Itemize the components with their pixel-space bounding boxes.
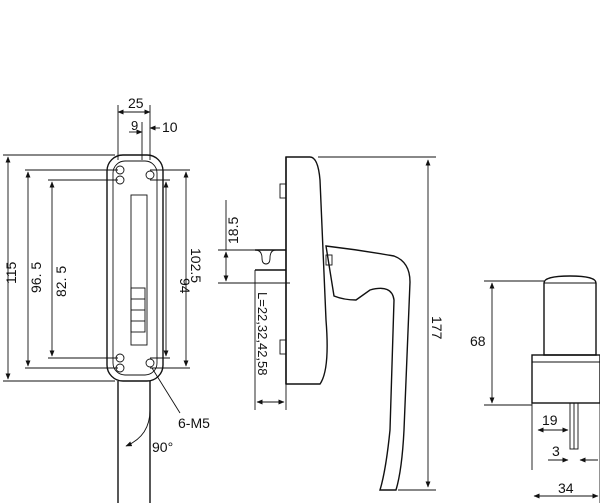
end-view: 68 19 3 34 [470, 275, 600, 503]
slot [130, 194, 148, 346]
front-view: 25 9 10 115 96. 5 82. 5 94 102.5 [3, 95, 210, 503]
dim-spindle-lengths-label: L=22,32,42,58 [255, 292, 270, 376]
base-block [531, 354, 600, 404]
side-view: 18.5 L=22,32,42,58 177 [218, 156, 445, 491]
dim-96-5-label: 96. 5 [28, 262, 44, 293]
base-plate-inner [112, 160, 158, 376]
handle-lever [325, 245, 411, 491]
dim-82-5-label: 82. 5 [53, 266, 69, 297]
dim-10-label: 10 [162, 119, 178, 135]
dim-25-label: 25 [128, 95, 144, 111]
screw-hole [145, 358, 155, 368]
dim-102-5-label: 102.5 [188, 248, 204, 283]
dim-34-label: 34 [558, 480, 574, 496]
screw-hole [145, 170, 155, 180]
dim-68-label: 68 [470, 333, 486, 349]
base-plate-outline [106, 154, 164, 382]
side-plate [285, 156, 328, 385]
angle-label: 90° [152, 439, 173, 455]
screw-spec-label: 6-M5 [178, 415, 210, 431]
dim-9-label: 9 [131, 118, 138, 133]
dim-19-label: 19 [542, 412, 558, 428]
dim-115-label: 115 [3, 261, 19, 284]
dim-18-5-label: 18.5 [225, 217, 241, 244]
dim-3-label: 3 [552, 443, 560, 459]
cylinder [543, 275, 597, 356]
dim-177-label: 177 [429, 316, 445, 340]
